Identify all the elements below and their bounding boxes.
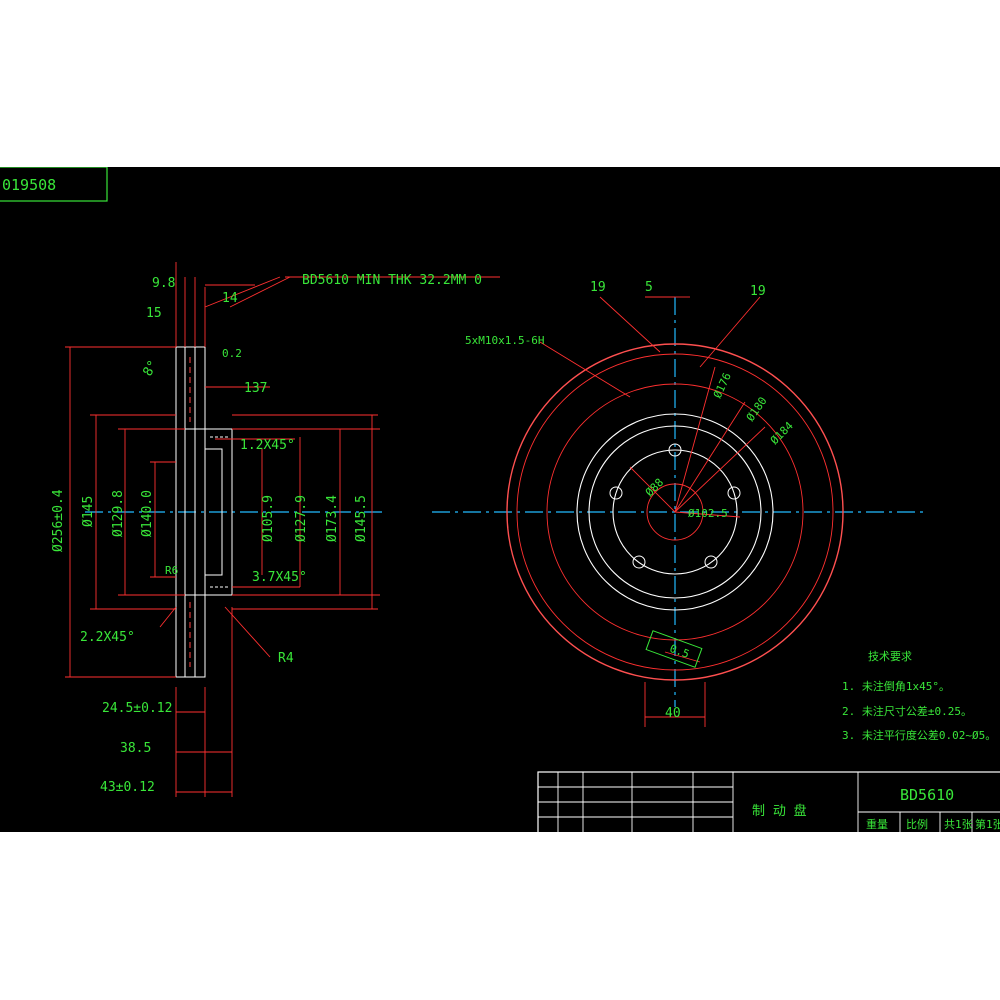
notes-title: 技术要求 bbox=[868, 650, 912, 663]
angle-mark: 8° bbox=[140, 358, 161, 379]
chamfer-left: 2.2X45° bbox=[80, 630, 135, 645]
bolt-label: 5xM10x1.5-6H bbox=[465, 334, 544, 347]
footer-weight: 重量 bbox=[866, 817, 888, 831]
thk-38-5: 38.5 bbox=[120, 741, 151, 756]
drawing-id-box bbox=[0, 167, 108, 202]
chamfer-bottom: 3.7X45° bbox=[252, 570, 307, 585]
footer-sheet: 第1张 bbox=[975, 817, 1000, 831]
dia-105-9: Ø105.9 bbox=[261, 495, 276, 542]
dia-256: Ø256±0.4 bbox=[51, 489, 66, 552]
thk-24-5: 24.5±0.12 bbox=[102, 701, 172, 716]
dia-140: Ø140.0 bbox=[140, 490, 155, 537]
cad-drawing: 019508 bbox=[0, 167, 1000, 832]
dim-top-19-right: 19 bbox=[750, 284, 766, 299]
thk-43: 43±0.12 bbox=[100, 780, 155, 795]
footer-scale: 比例 bbox=[906, 817, 928, 831]
bolt-hole bbox=[704, 555, 718, 569]
radius-r4: R4 bbox=[278, 651, 294, 666]
drawing-id: 019508 bbox=[2, 176, 56, 194]
ring-184: Ø184 bbox=[768, 419, 796, 447]
front-view: 19 5 19 5xM10x1.5-6H Ø176 Ø180 Ø184 Ø88 … bbox=[432, 280, 925, 727]
bolt-hole bbox=[727, 486, 741, 500]
dim-top-5: 5 bbox=[645, 280, 653, 295]
runout-box bbox=[645, 630, 703, 668]
dim-137: 137 bbox=[244, 381, 267, 396]
note-3: 3. 未注平行度公差0.02~Ø5。 bbox=[842, 728, 996, 742]
dim-r6: R6 bbox=[165, 564, 178, 577]
note-2: 2. 未注尺寸公差±0.25。 bbox=[842, 704, 972, 718]
part-code: BD5610 bbox=[900, 786, 954, 804]
runout-value: 0.5 bbox=[668, 642, 691, 661]
dim-top-9-8: 9.8 bbox=[152, 276, 175, 291]
bolt-hole bbox=[668, 443, 682, 457]
hub-102-5: Ø102.5 bbox=[688, 507, 728, 520]
chamfer-top: 1.2X45° bbox=[240, 438, 295, 453]
ring-180: Ø180 bbox=[744, 395, 770, 424]
dim-40: 40 bbox=[665, 706, 681, 721]
dia-173-4: Ø173.4 bbox=[325, 495, 340, 542]
dia-129-8: Ø129.8 bbox=[111, 490, 126, 537]
bolt-hole bbox=[632, 555, 646, 569]
technical-notes: 技术要求 1. 未注倒角1x45°。 2. 未注尺寸公差±0.25。 3. 未注… bbox=[842, 650, 996, 742]
side-view: 9.8 15 14 BD5610 MIN THK 32.2MM 0 8° 0.2… bbox=[51, 262, 500, 797]
bolt-hole bbox=[609, 486, 623, 500]
dia-127-9: Ø127.9 bbox=[294, 495, 309, 542]
footer-sheets: 共1张 bbox=[944, 818, 973, 831]
dim-top-19-left: 19 bbox=[590, 280, 606, 295]
ring-176: Ø176 bbox=[711, 371, 734, 401]
part-name: 制 动 盘 bbox=[752, 803, 807, 819]
cad-viewport[interactable]: 019508 bbox=[0, 167, 1000, 832]
part-note: BD5610 MIN THK 32.2MM 0 bbox=[302, 273, 482, 288]
face-mark: 0.2 bbox=[222, 347, 242, 360]
dia-145-5: Ø145.5 bbox=[354, 495, 369, 542]
note-1: 1. 未注倒角1x45°。 bbox=[842, 679, 950, 693]
dim-top-15: 15 bbox=[146, 306, 162, 321]
title-block: 制 动 盘 BD5610 重量 比例 共1张 第1张 bbox=[537, 771, 1000, 832]
dia-145: Ø145 bbox=[81, 496, 96, 527]
dim-top-14: 14 bbox=[222, 291, 238, 306]
hub-88: Ø88 bbox=[643, 476, 666, 499]
